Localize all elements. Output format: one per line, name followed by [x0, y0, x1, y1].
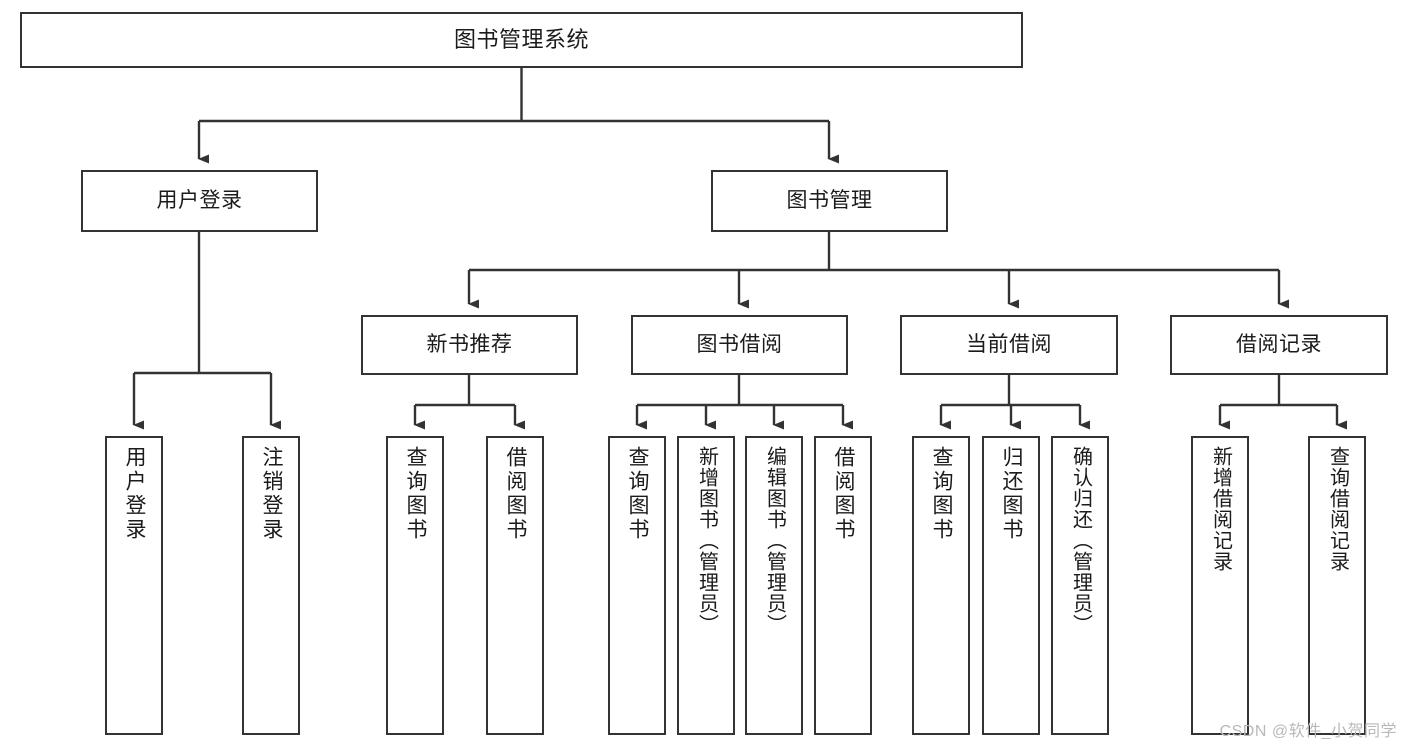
leaf-borrow-book-new-label: 借阅图书: [504, 446, 528, 542]
leaf-query-book[interactable]: 查询图书: [608, 436, 666, 735]
leaf-query-borrow-record[interactable]: 查询借阅记录: [1308, 436, 1366, 735]
leaf-query-book-new[interactable]: 查询图书: [386, 436, 444, 735]
leaf-query-book-current[interactable]: 查询图书: [912, 436, 970, 735]
leaf-query-borrow-record-label: 查询借阅记录: [1326, 446, 1349, 572]
node-user-login[interactable]: 用户登录: [81, 170, 318, 232]
leaf-confirm-return-admin-label: 确认归还（管理员）: [1069, 446, 1092, 635]
leaf-query-book-current-label: 查询图书: [930, 446, 954, 542]
node-root-label: 图书管理系统: [453, 27, 589, 53]
leaf-logout[interactable]: 注销登录: [242, 436, 300, 735]
leaf-user-login-label: 用户登录: [123, 446, 147, 542]
leaf-query-book-label: 查询图书: [626, 446, 650, 542]
node-book-management-label: 图书管理: [786, 188, 873, 212]
leaf-return-book[interactable]: 归还图书: [982, 436, 1040, 735]
leaf-logout-label: 注销登录: [260, 446, 284, 542]
node-current-borrow-label: 当前借阅: [966, 332, 1052, 356]
leaf-query-book-new-label: 查询图书: [404, 446, 428, 542]
node-borrow-record-label: 借阅记录: [1236, 332, 1322, 356]
leaf-edit-book-admin-label: 编辑图书（管理员）: [763, 446, 786, 635]
node-current-borrow[interactable]: 当前借阅: [900, 315, 1118, 375]
node-book-borrow-label: 图书借阅: [696, 332, 783, 356]
leaf-add-book-admin[interactable]: 新增图书（管理员）: [677, 436, 735, 735]
leaf-add-borrow-record[interactable]: 新增借阅记录: [1191, 436, 1249, 735]
leaf-confirm-return-admin[interactable]: 确认归还（管理员）: [1051, 436, 1109, 735]
node-borrow-record[interactable]: 借阅记录: [1170, 315, 1388, 375]
node-new-book-recommend-label: 新书推荐: [426, 332, 513, 356]
leaf-edit-book-admin[interactable]: 编辑图书（管理员）: [745, 436, 803, 735]
node-book-management[interactable]: 图书管理: [711, 170, 948, 232]
leaf-borrow-book-new[interactable]: 借阅图书: [486, 436, 544, 735]
node-root[interactable]: 图书管理系统: [20, 12, 1023, 68]
node-book-borrow[interactable]: 图书借阅: [631, 315, 848, 375]
leaf-borrow-book[interactable]: 借阅图书: [814, 436, 872, 735]
leaf-return-book-label: 归还图书: [1000, 446, 1024, 542]
node-user-login-label: 用户登录: [156, 188, 243, 212]
node-new-book-recommend[interactable]: 新书推荐: [361, 315, 578, 375]
leaf-borrow-book-label: 借阅图书: [832, 446, 856, 542]
watermark: CSDN @软件_小贺同学: [1219, 723, 1397, 740]
leaf-add-book-admin-label: 新增图书（管理员）: [695, 446, 718, 635]
leaf-add-borrow-record-label: 新增借阅记录: [1209, 446, 1232, 572]
leaf-user-login[interactable]: 用户登录: [105, 436, 163, 735]
